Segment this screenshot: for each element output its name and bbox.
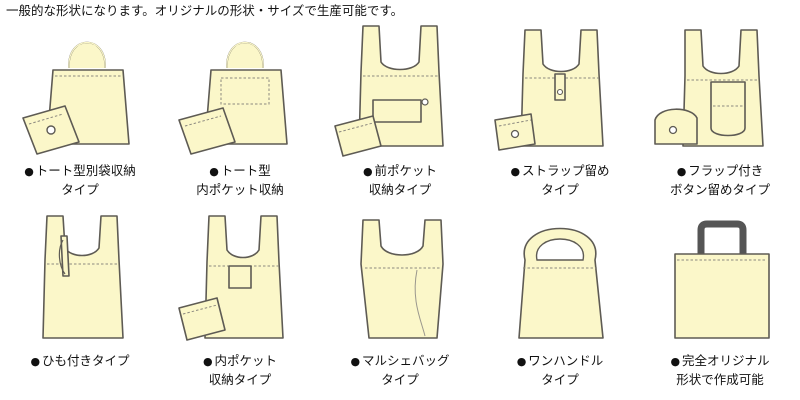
caption-line1: 完全オリジナル (640, 352, 800, 371)
bag-type-grid: トート型別袋収納 タイプ トート型 内ポケット収納 前ポケット (0, 20, 800, 400)
inner-pocket-bag-icon (178, 215, 284, 341)
string-attached-bag-icon (42, 215, 124, 339)
flap-button-bag-icon (654, 29, 764, 147)
tote-bag-with-pouch-icon (22, 41, 130, 155)
one-handle-bag-icon (518, 227, 604, 339)
caption-line1: 内ポケット (160, 352, 320, 371)
caption-line1: ひも付きタイプ (0, 352, 160, 371)
caption-line2: 形状で作成可能 (676, 372, 764, 387)
caption-line2: タイプ (381, 372, 419, 387)
bag-type-flap-button: フラップ付き ボタン留めタイプ (640, 20, 800, 210)
caption-line2: 内ポケット収納 (196, 182, 284, 197)
bag-type-strap-closure: ストラップ留め タイプ (480, 20, 640, 210)
caption-line1: 前ポケット (320, 162, 480, 181)
marche-bag-icon (360, 219, 444, 339)
caption-line2: 収納タイプ (368, 182, 432, 197)
strap-closure-bag-icon (494, 29, 604, 151)
bag-type-tote-inner-pocket: トート型 内ポケット収納 (160, 20, 320, 210)
custom-bag-icon (674, 220, 770, 339)
bag-type-string-attached: ひも付きタイプ (0, 210, 160, 400)
caption-line2: タイプ (541, 372, 579, 387)
front-pocket-bag-icon (334, 25, 444, 157)
caption-line1: フラップ付き (640, 162, 800, 181)
caption-line2: タイプ (61, 182, 99, 197)
caption-line1: ワンハンドル (480, 352, 640, 371)
caption-line2: ボタン留めタイプ (669, 182, 770, 197)
intro-text: 一般的な形状になります。オリジナルの形状・サイズで生産可能です。 (6, 3, 404, 18)
bag-type-custom: 完全オリジナル 形状で作成可能 (640, 210, 800, 400)
caption-line1: マルシェバッグ (320, 352, 480, 371)
caption-line1: トート型別袋収納 (0, 162, 160, 181)
caption-line1: ストラップ留め (480, 162, 640, 181)
bag-type-inner-pocket: 内ポケット 収納タイプ (160, 210, 320, 400)
caption-line1: トート型 (160, 162, 320, 181)
bag-type-front-pocket: 前ポケット 収納タイプ (320, 20, 480, 210)
bag-type-one-handle: ワンハンドル タイプ (480, 210, 640, 400)
bag-type-tote-with-pouch: トート型別袋収納 タイプ (0, 20, 160, 210)
tote-bag-inner-pocket-icon (178, 41, 288, 155)
bag-type-marche: マルシェバッグ タイプ (320, 210, 480, 400)
caption-line2: タイプ (541, 182, 579, 197)
caption-line2: 収納タイプ (208, 372, 272, 387)
